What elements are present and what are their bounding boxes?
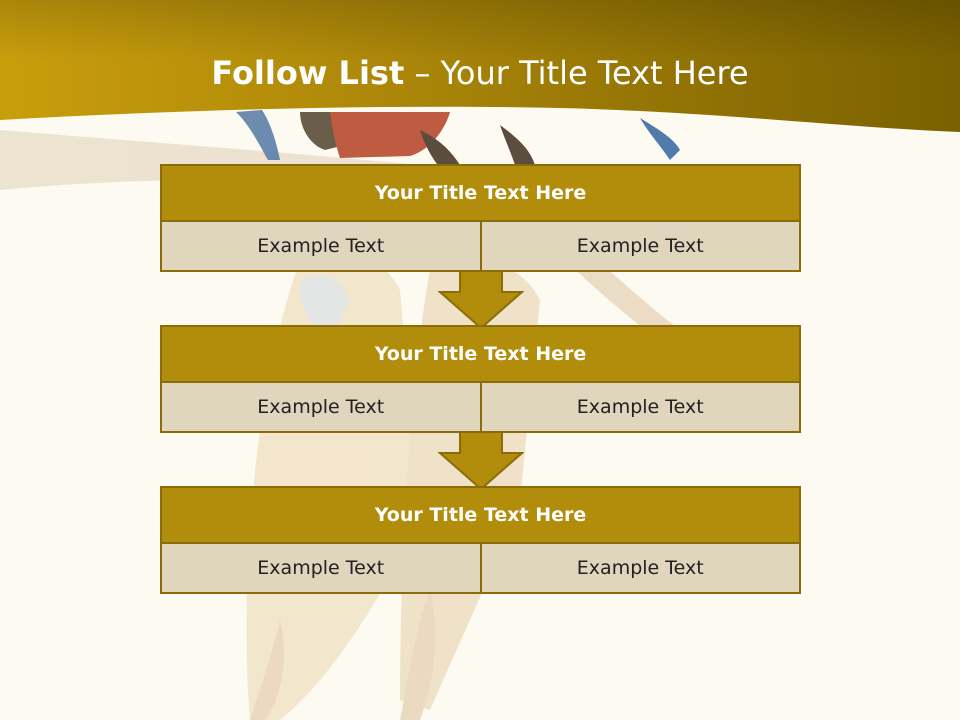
block-cell-right: Example Text bbox=[479, 544, 799, 592]
block-cell-left: Example Text bbox=[162, 383, 480, 431]
block-title: Your Title Text Here bbox=[162, 488, 799, 544]
block-row: Example Text Example Text bbox=[162, 544, 799, 592]
down-arrow-icon bbox=[438, 270, 524, 330]
block-row: Example Text Example Text bbox=[162, 383, 799, 431]
follow-list-block-2: Your Title Text Here Example Text Exampl… bbox=[160, 325, 801, 433]
down-arrow-icon bbox=[438, 431, 524, 491]
block-cell-right: Example Text bbox=[479, 383, 799, 431]
block-title: Your Title Text Here bbox=[162, 327, 799, 383]
block-cell-left: Example Text bbox=[162, 222, 480, 270]
block-cell-left: Example Text bbox=[162, 544, 480, 592]
page-title: Follow List – Your Title Text Here bbox=[0, 54, 960, 92]
title-rest: – Your Title Text Here bbox=[404, 54, 749, 92]
follow-list-block-1: Your Title Text Here Example Text Exampl… bbox=[160, 164, 801, 272]
block-row: Example Text Example Text bbox=[162, 222, 799, 270]
title-bold: Follow List bbox=[211, 54, 405, 92]
block-title: Your Title Text Here bbox=[162, 166, 799, 222]
block-cell-right: Example Text bbox=[479, 222, 799, 270]
follow-list-block-3: Your Title Text Here Example Text Exampl… bbox=[160, 486, 801, 594]
